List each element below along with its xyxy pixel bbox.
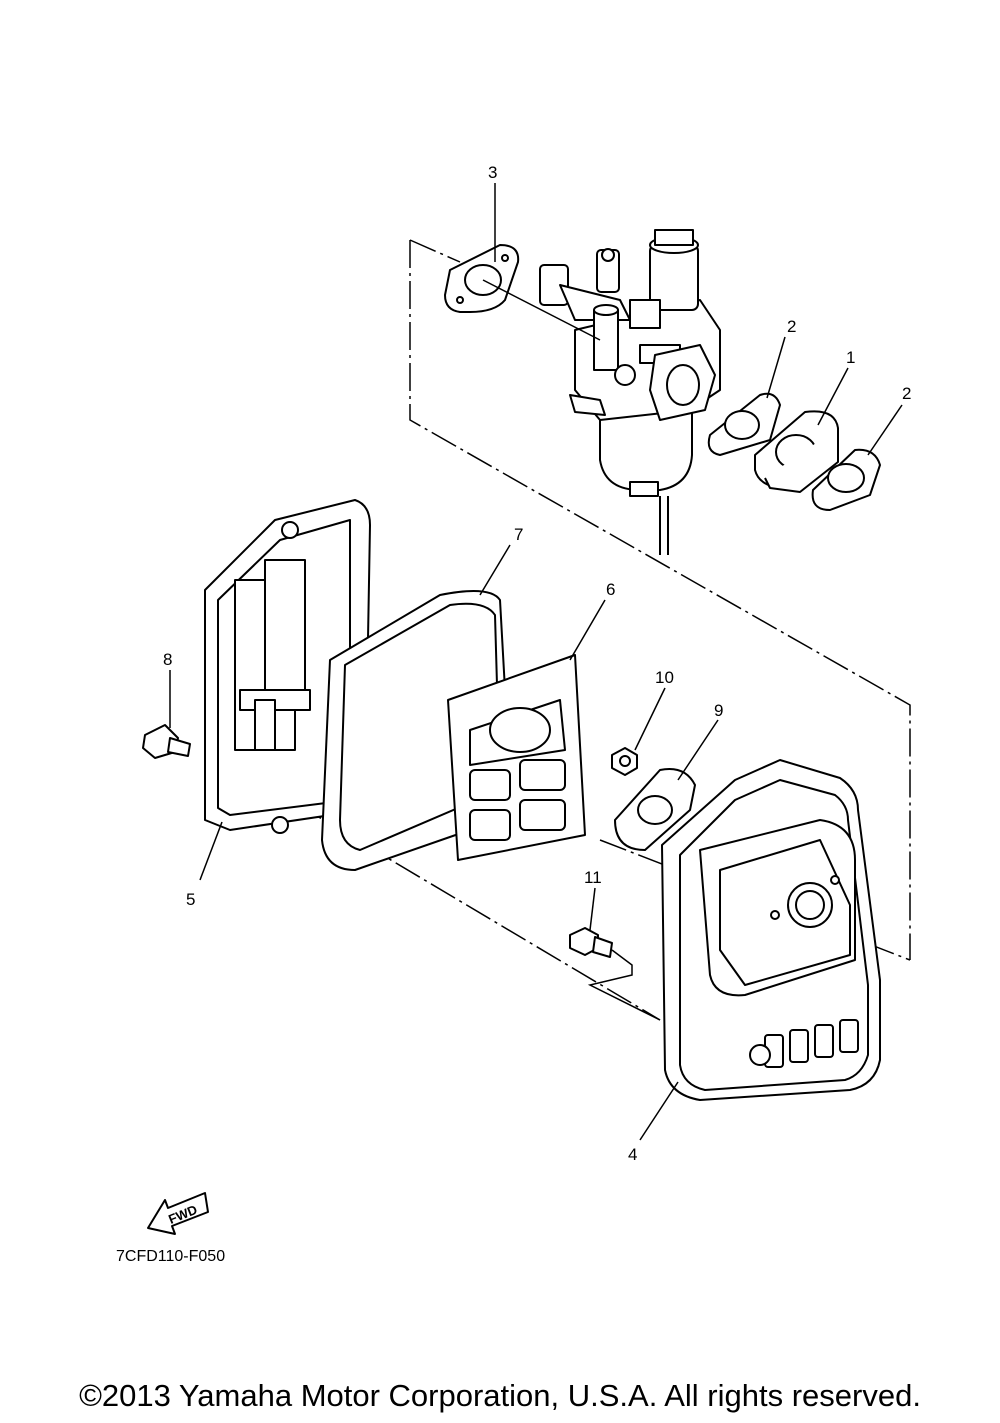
leader-part-3-to-carb — [482, 279, 601, 341]
callout-11: 11 — [584, 868, 602, 887]
leader-part-11-to-muffler — [587, 949, 661, 1021]
diagram-code: 7CFD110-F050 — [116, 1248, 226, 1265]
gasket-part-9 — [614, 768, 696, 851]
callout-9: 9 — [714, 701, 723, 720]
muffler-part-4 — [661, 759, 881, 1101]
carburetor — [539, 229, 721, 555]
callout-2a: 2 — [787, 317, 796, 336]
callout-3: 3 — [488, 163, 497, 182]
insulator-part-1 — [754, 410, 839, 493]
callout-numbers: 3 2 1 2 7 6 8 10 9 11 5 4 — [163, 163, 911, 1164]
callout-10: 10 — [655, 668, 674, 687]
fwd-arrow-icon: FWD — [147, 1192, 209, 1235]
callout-6: 6 — [606, 580, 615, 599]
copyright-notice: ©2013 Yamaha Motor Corporation, U.S.A. A… — [79, 1378, 921, 1413]
callout-8: 8 — [163, 650, 172, 669]
nut-part-10 — [611, 747, 638, 776]
leader-lines — [169, 183, 903, 1141]
bolt-part-11 — [569, 927, 613, 958]
callout-4: 4 — [628, 1145, 637, 1164]
callout-5: 5 — [186, 890, 195, 909]
bolt-part-8 — [142, 724, 191, 759]
gasket-part-2b — [811, 448, 881, 511]
seal-part-6 — [447, 654, 586, 861]
gasket-part-2a — [707, 392, 781, 456]
callout-2b: 2 — [902, 384, 911, 403]
callout-7: 7 — [514, 525, 523, 544]
callout-1: 1 — [846, 348, 855, 367]
gasket-part-3 — [444, 244, 520, 313]
